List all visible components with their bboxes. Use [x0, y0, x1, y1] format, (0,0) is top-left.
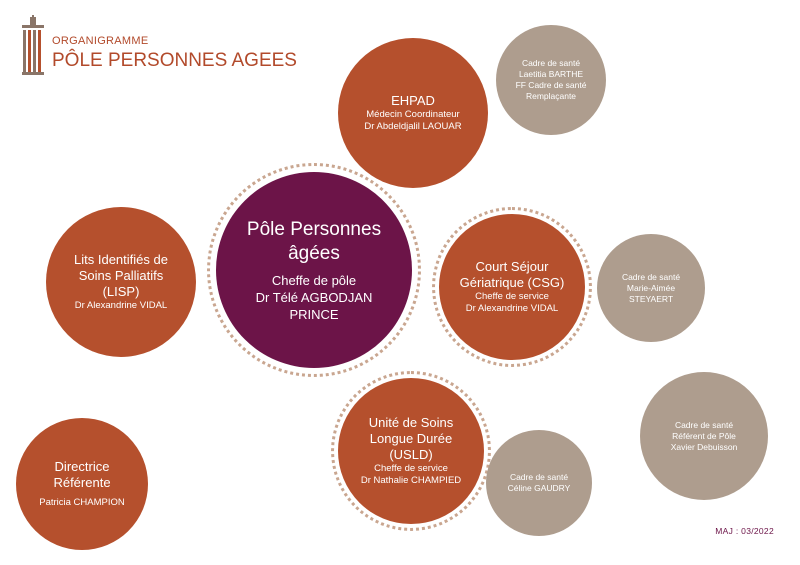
csg-title: Court Séjour Gériatrique (CSG) [459, 259, 565, 290]
referent-cadre-role: Cadre de santé [674, 419, 734, 430]
csg-node: Court Séjour Gériatrique (CSG) Cheffe de… [439, 214, 585, 360]
referent-cadre-node: Cadre de santé Référent de Pôle Xavier D… [640, 372, 768, 500]
usld-title: Unité de Soins Longue Durée (USLD) [368, 415, 454, 462]
ehpad-role: Médecin Coordinateur [366, 109, 460, 120]
lisp-name: Dr Alexandrine VIDAL [74, 300, 168, 311]
header-title: PÔLE PERSONNES AGEES [52, 50, 297, 71]
ehpad-name: Dr Abdeldjalil LAOUAR [364, 121, 462, 132]
lisp-node: Lits Identifiés de Soins Palliatifs (LIS… [46, 207, 196, 357]
csg-name: Dr Alexandrine VIDAL [465, 303, 559, 314]
usld-cadre-node: Cadre de santé Céline GAUDRY [486, 430, 592, 536]
csg-cadre-name: Marie-Aimée STEYAERT [626, 282, 676, 304]
referent-cadre-role2: Référent de Pôle [672, 430, 736, 441]
ehpad-title: EHPAD [391, 93, 435, 108]
usld-cadre-name: Céline GAUDRY [507, 483, 571, 493]
lisp-title: Lits Identifiés de Soins Palliatifs (LIS… [74, 252, 168, 299]
directrice-title: Directrice Référente [53, 459, 111, 490]
pole-name: Dr Télé AGBODJAN PRINCE [255, 289, 373, 322]
pole-role: Cheffe de pôle [271, 272, 357, 288]
ehpad-node: EHPAD Médecin Coordinateur Dr Abdeldjali… [338, 38, 488, 188]
pole-ring [207, 163, 421, 377]
csg-cadre-role: Cadre de santé [621, 271, 681, 282]
csg-role: Cheffe de service [475, 291, 549, 302]
ehpad-cadre-name: Laetitia BARTHE [518, 69, 584, 79]
ehpad-cadre-node: Cadre de santé Laetitia BARTHE FF Cadre … [496, 25, 606, 135]
csg-ring [432, 207, 592, 367]
usld-name: Dr Nathalie CHAMPIED [360, 475, 462, 486]
referent-cadre-name: Xavier Debuisson [670, 441, 738, 452]
usld-ring [331, 371, 491, 531]
ehpad-cadre-name2: Remplaçante [525, 91, 577, 101]
pole-title: Pôle Personnes âgées [246, 218, 382, 264]
usld-node: Unité de Soins Longue Durée (USLD) Cheff… [338, 378, 484, 524]
usld-cadre-role: Cadre de santé [509, 472, 569, 482]
update-date: MAJ : 03/2022 [715, 526, 774, 536]
hospital-building-logo [22, 15, 44, 75]
directrice-name: Patricia CHAMPION [39, 497, 125, 508]
csg-cadre-node: Cadre de santé Marie-Aimée STEYAERT [597, 234, 705, 342]
directrice-node: Directrice Référente Patricia CHAMPION [16, 418, 148, 550]
pole-node: Pôle Personnes âgées Cheffe de pôle Dr T… [216, 172, 412, 368]
ehpad-cadre-role2: FF Cadre de santé [515, 80, 587, 90]
ehpad-cadre-role: Cadre de santé [521, 58, 581, 68]
header-subtitle: ORGANIGRAMME [52, 35, 149, 47]
usld-role: Cheffe de service [374, 463, 448, 474]
